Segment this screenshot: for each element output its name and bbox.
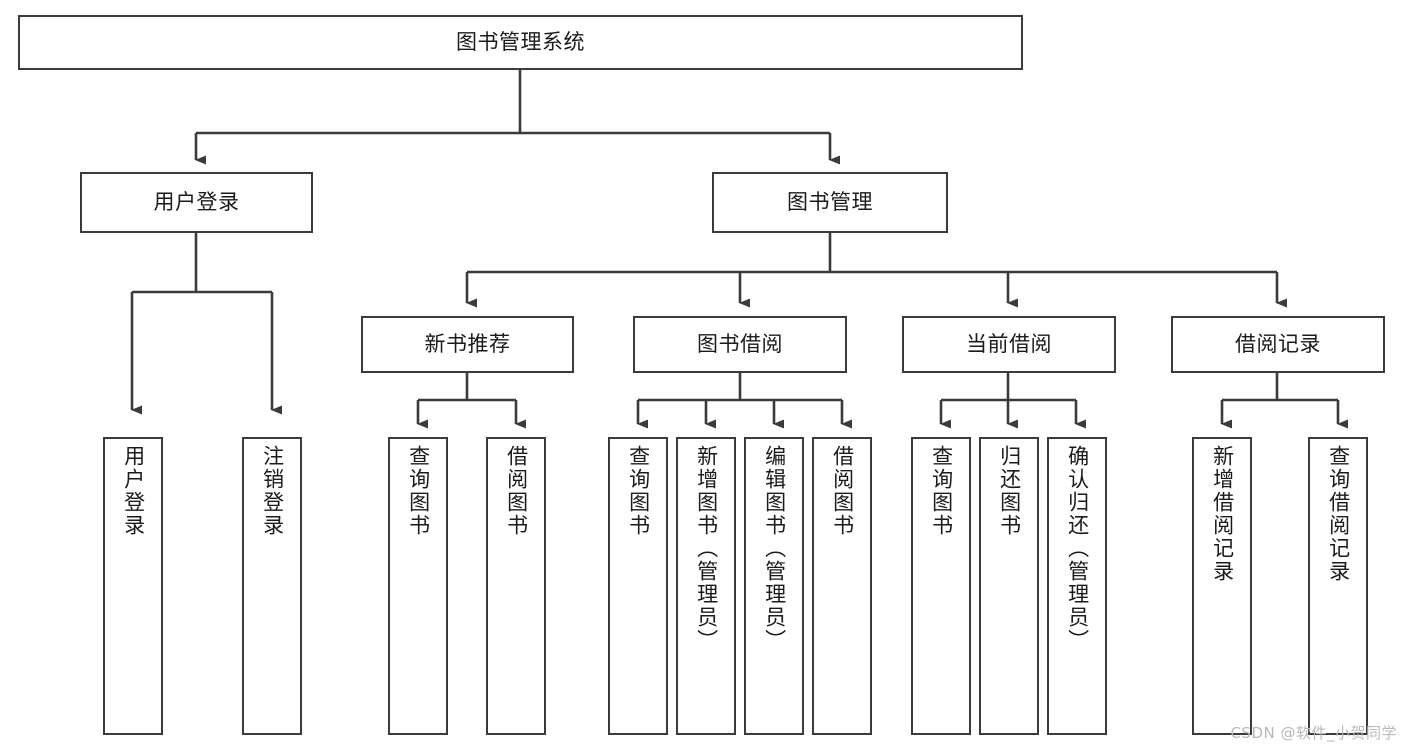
node-label: 新书推荐 bbox=[424, 332, 511, 357]
node-label: 归还图书 bbox=[997, 445, 1022, 537]
leaf-user-login[interactable]: 用户登录 bbox=[103, 437, 163, 735]
node-label: 用户登录 bbox=[153, 190, 240, 215]
leaf-new-book-query[interactable]: 查询图书 bbox=[388, 437, 448, 735]
leaf-borrow-add-book[interactable]: 新增图书（管理员） bbox=[676, 437, 736, 735]
watermark-text: CSDN @软件_小贺同学 bbox=[1230, 724, 1397, 742]
node-book-borrow[interactable]: 图书借阅 bbox=[633, 316, 847, 373]
node-root-system[interactable]: 图书管理系统 bbox=[18, 15, 1023, 70]
node-new-book-recommend[interactable]: 新书推荐 bbox=[361, 316, 574, 373]
leaf-current-query-book[interactable]: 查询图书 bbox=[911, 437, 971, 735]
node-label: 查询图书 bbox=[406, 445, 431, 537]
node-current-borrow[interactable]: 当前借阅 bbox=[902, 316, 1116, 373]
node-borrow-record[interactable]: 借阅记录 bbox=[1171, 316, 1385, 373]
leaf-current-confirm-return[interactable]: 确认归还（管理员） bbox=[1047, 437, 1107, 735]
node-label: 查询借阅记录 bbox=[1326, 445, 1351, 583]
node-label: 查询图书 bbox=[929, 445, 954, 537]
node-label: 当前借阅 bbox=[966, 332, 1052, 357]
leaf-record-add[interactable]: 新增借阅记录 bbox=[1192, 437, 1252, 735]
node-label: 借阅记录 bbox=[1235, 332, 1321, 357]
node-label: 用户登录 bbox=[121, 445, 146, 537]
node-label: 新增借阅记录 bbox=[1210, 445, 1235, 583]
node-label: 借阅图书 bbox=[504, 445, 529, 537]
leaf-borrow-borrow-book[interactable]: 借阅图书 bbox=[812, 437, 872, 735]
leaf-new-book-borrow[interactable]: 借阅图书 bbox=[486, 437, 546, 735]
node-label: 图书管理 bbox=[787, 190, 873, 215]
node-label: 新增图书（管理员） bbox=[694, 445, 719, 652]
leaf-current-return-book[interactable]: 归还图书 bbox=[979, 437, 1039, 735]
leaf-borrow-edit-book[interactable]: 编辑图书（管理员） bbox=[744, 437, 804, 735]
node-label: 图书借阅 bbox=[697, 332, 783, 357]
node-label: 编辑图书（管理员） bbox=[762, 445, 787, 652]
node-label: 确认归还（管理员） bbox=[1065, 445, 1090, 652]
node-book-manage[interactable]: 图书管理 bbox=[712, 172, 948, 233]
leaf-borrow-query-book[interactable]: 查询图书 bbox=[608, 437, 668, 735]
node-label: 图书管理系统 bbox=[456, 30, 585, 55]
node-label: 注销登录 bbox=[260, 445, 285, 537]
node-label: 查询图书 bbox=[626, 445, 651, 537]
leaf-record-query[interactable]: 查询借阅记录 bbox=[1308, 437, 1368, 735]
leaf-logout[interactable]: 注销登录 bbox=[242, 437, 302, 735]
node-user-login[interactable]: 用户登录 bbox=[80, 172, 313, 233]
node-label: 借阅图书 bbox=[830, 445, 855, 537]
